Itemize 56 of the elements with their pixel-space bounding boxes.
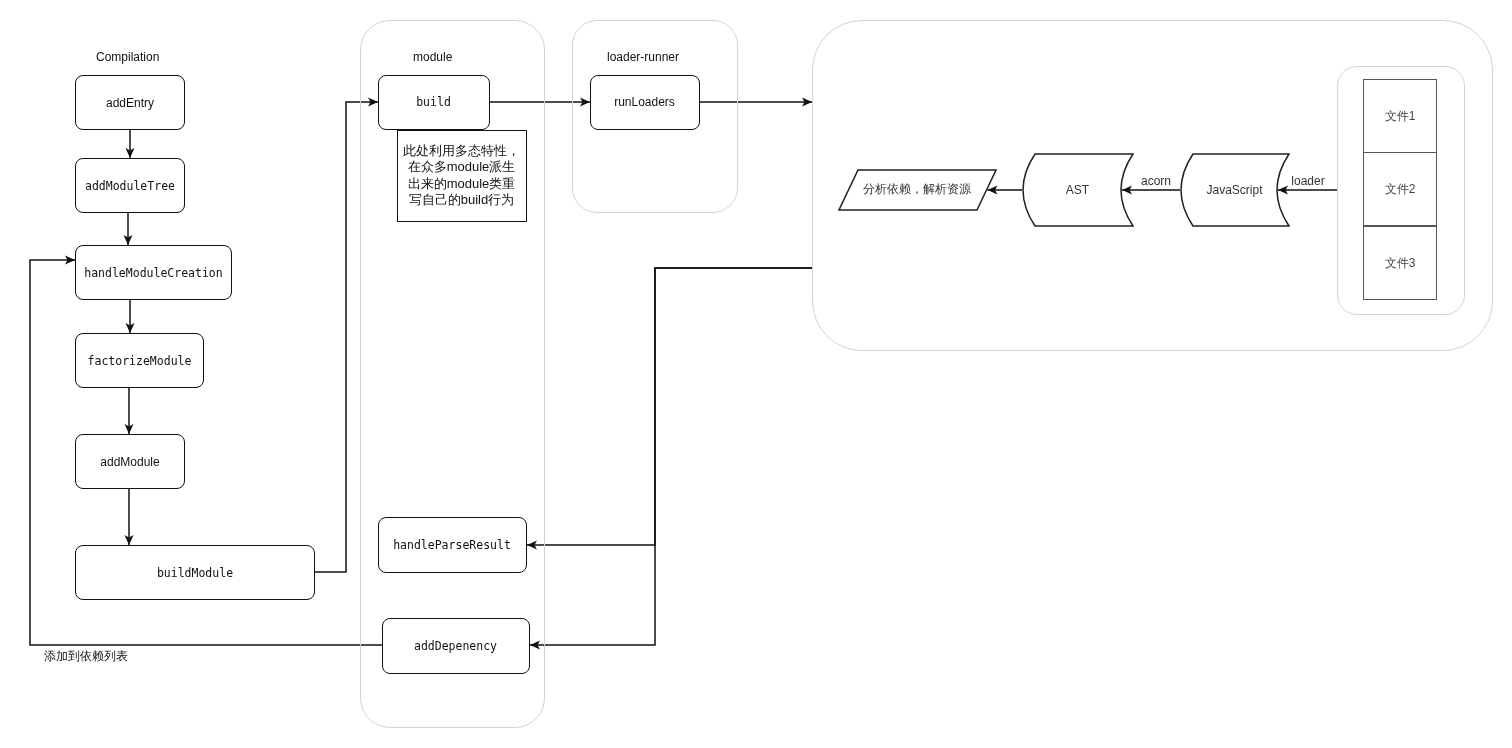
process-label: addDepenency xyxy=(413,638,498,653)
process-label: addModule xyxy=(100,454,160,469)
flow-arrow xyxy=(489,97,591,107)
note-box xyxy=(396,129,527,222)
process-box xyxy=(589,74,700,130)
process-box xyxy=(75,333,204,388)
file-label: 文件1 xyxy=(1384,107,1416,125)
flow-arrow xyxy=(123,212,133,246)
flow-arrow xyxy=(1121,185,1181,195)
process-box xyxy=(75,245,232,300)
flow-arrow xyxy=(529,267,813,650)
process-label: buildModule xyxy=(156,565,234,580)
swimlane-panel xyxy=(572,20,738,213)
data-parallelogram xyxy=(837,168,997,211)
process-label: factorizeModule xyxy=(87,353,192,368)
file-label: 文件3 xyxy=(1384,254,1416,272)
group-heading: module xyxy=(413,50,453,64)
flow-arrow xyxy=(125,299,135,334)
process-label: build xyxy=(416,95,451,109)
file-label: 文件2 xyxy=(1384,180,1416,198)
group-heading: loader-runner xyxy=(607,50,680,64)
shape-label: AST xyxy=(1065,182,1090,197)
shape-label: 分析依赖，解析资源 xyxy=(863,181,971,198)
note-text: 此处利用多态特性，在众多module派生出来的module类重写自己的build行为 xyxy=(402,143,521,208)
flow-arrow xyxy=(314,97,379,573)
group-panel xyxy=(1336,65,1465,315)
shape-label: JavaScript xyxy=(1206,182,1263,197)
process-box xyxy=(75,75,185,130)
column-heading: Compilation xyxy=(96,50,160,64)
process-label: handleParseResult xyxy=(393,537,511,552)
process-box xyxy=(75,434,185,489)
flow-arrow xyxy=(124,387,134,435)
stored-data-shape xyxy=(1179,152,1290,227)
file-box xyxy=(1363,152,1437,226)
swimlane-panel xyxy=(360,20,545,728)
process-label: runLoaders xyxy=(614,95,675,109)
flow-arrow xyxy=(125,129,135,159)
process-box xyxy=(381,617,530,674)
file-box xyxy=(1363,79,1437,153)
edge-label: 添加到依赖列表 xyxy=(42,649,130,663)
file-box xyxy=(1363,226,1437,300)
flow-arrow xyxy=(986,185,1023,195)
process-box xyxy=(75,158,185,213)
flow-arrow xyxy=(124,488,134,546)
process-box xyxy=(75,545,315,600)
flow-arrow xyxy=(1277,185,1338,195)
process-label: addModuleTree xyxy=(85,178,175,193)
group-panel xyxy=(812,20,1493,351)
flow-arrow xyxy=(699,97,813,107)
edge-label: loader xyxy=(1289,174,1327,188)
process-label: handleModuleCreation xyxy=(84,265,223,280)
flow-arrow xyxy=(29,255,383,646)
process-box xyxy=(377,516,527,573)
process-label: addEntry xyxy=(106,95,154,110)
stored-data-shape xyxy=(1021,152,1134,227)
process-box xyxy=(377,74,490,130)
